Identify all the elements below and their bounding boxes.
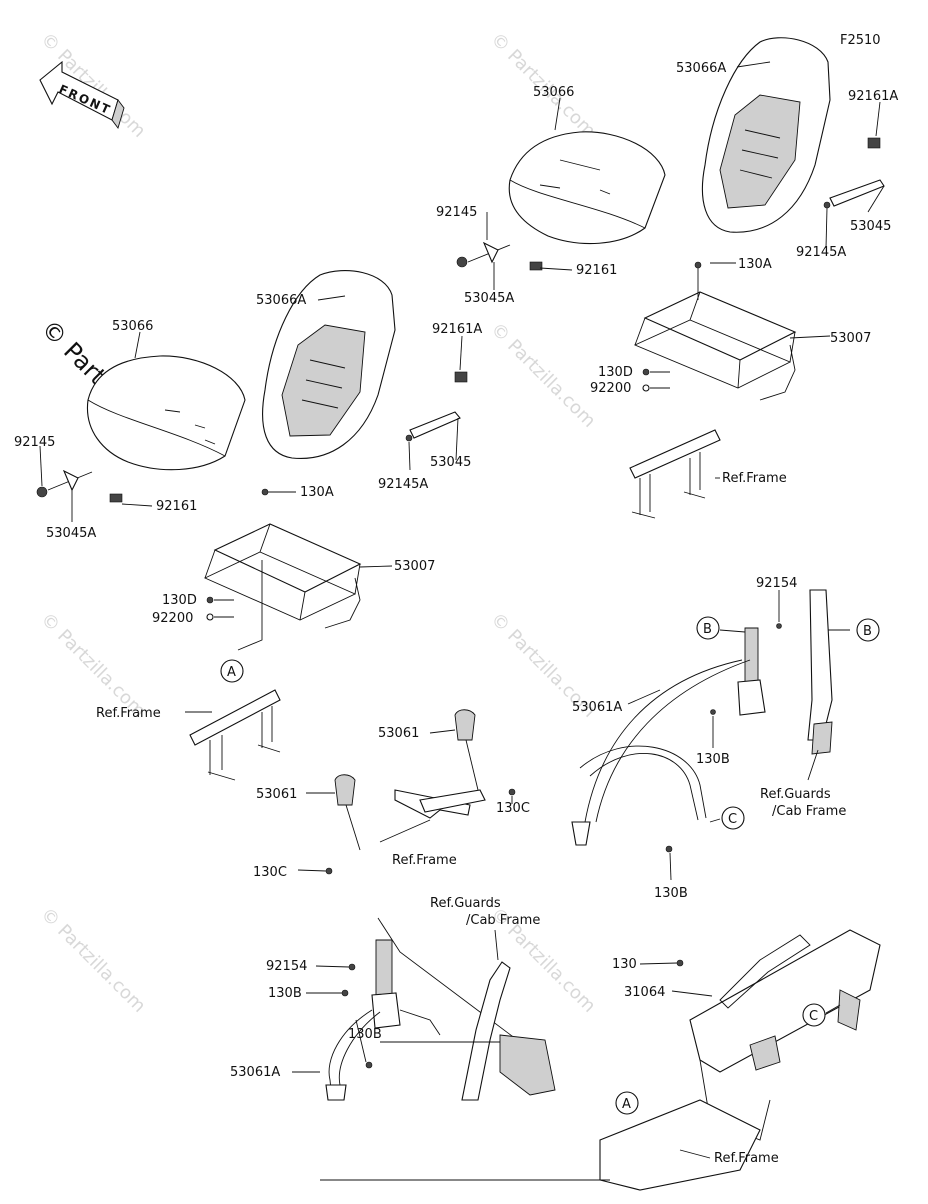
label-130D-right: 130D xyxy=(598,365,633,380)
label-31064-bottom: 31064 xyxy=(624,985,665,1000)
label-92145A-right: 92145A xyxy=(796,245,846,260)
label-53061-a: 53061 xyxy=(378,726,419,741)
label-92161A-right: 92161A xyxy=(848,89,898,104)
label-92145-left: 92145 xyxy=(14,435,55,450)
label-92154-right: 92154 xyxy=(756,576,797,591)
label-92145A-left: 92145A xyxy=(378,477,428,492)
callout-c-right: C xyxy=(721,806,745,830)
label-92161-left: 92161 xyxy=(156,499,197,514)
label-92145-right: 92145 xyxy=(436,205,477,220)
callout-a-top-label: A xyxy=(227,665,236,680)
seat-group-right xyxy=(456,37,885,519)
label-130D-left: 130D xyxy=(162,593,197,608)
callout-a-bottom-label: A xyxy=(622,1097,631,1112)
seat-group-left xyxy=(36,270,468,781)
label-130B-bottom-2: 130B xyxy=(348,1027,382,1042)
seatbelt-group-right xyxy=(571,589,850,881)
label-ref-frame-bottom: Ref.Frame xyxy=(714,1151,779,1166)
label-53066A-right: 53066A xyxy=(676,61,726,76)
label-ref-guards-right-line2: /Cab Frame xyxy=(772,804,846,819)
callout-b-left: B xyxy=(696,616,720,640)
label-ref-guards-right-line1: Ref.Guards xyxy=(760,787,831,802)
seat-frame-right xyxy=(643,291,797,361)
cab-pillar xyxy=(461,961,511,1101)
callout-b-right-label: B xyxy=(863,624,872,639)
buckle-group xyxy=(297,709,516,875)
label-130B-right-1: 130B xyxy=(696,752,730,767)
watermark-4: © Partzilla.com xyxy=(36,609,149,722)
callout-a-top: A xyxy=(220,659,244,683)
label-ref-guards-bottom-line1: Ref.Guards xyxy=(430,896,501,911)
bottom-group xyxy=(292,917,881,1191)
label-92161-right: 92161 xyxy=(576,263,617,278)
callout-c-right-label: C xyxy=(728,812,737,827)
label-ref-guards-bottom-line2: /Cab Frame xyxy=(466,913,540,928)
label-130B-right-2: 130B xyxy=(654,886,688,901)
label-92200-left: 92200 xyxy=(152,611,193,626)
label-92154-bottom: 92154 xyxy=(266,959,307,974)
label-130A-right: 130A xyxy=(738,257,772,272)
label-130A-left: 130A xyxy=(300,485,334,500)
label-53066-right: 53066 xyxy=(533,85,574,100)
callout-c-bottom-label: C xyxy=(809,1009,818,1024)
label-53045-left: 53045 xyxy=(430,455,471,470)
label-ref-frame-right: Ref.Frame xyxy=(722,471,787,486)
label-92200-right: 92200 xyxy=(590,381,631,396)
watermark-6: © Partzilla.com xyxy=(36,904,149,1017)
label-92161A-left: 92161A xyxy=(432,322,482,337)
seat-cushion-right xyxy=(508,131,666,245)
label-ref-frame-middle: Ref.Frame xyxy=(392,853,457,868)
label-130C-a: 130C xyxy=(496,801,530,816)
label-53045A-right: 53045A xyxy=(464,291,514,306)
label-130-bottom: 130 xyxy=(612,957,637,972)
label-130B-bottom-1: 130B xyxy=(268,986,302,1001)
seat-cushion-left xyxy=(86,355,246,471)
label-53061A-bottom: 53061A xyxy=(230,1065,280,1080)
callout-a-bottom: A xyxy=(615,1091,639,1115)
label-53045A-left: 53045A xyxy=(46,526,96,541)
callout-b-right: B xyxy=(856,618,880,642)
watermark-3: © Partzilla.com xyxy=(486,319,599,432)
seat-frame-left xyxy=(213,523,362,593)
label-53061-b: 53061 xyxy=(256,787,297,802)
callout-c-bottom: C xyxy=(802,1003,826,1027)
label-53061A-right: 53061A xyxy=(572,700,622,715)
label-130C-b: 130C xyxy=(253,865,287,880)
figure-code: F2510 xyxy=(840,33,881,48)
label-53007-right: 53007 xyxy=(830,331,871,346)
callout-b-left-label: B xyxy=(703,622,712,637)
label-ref-frame-left: Ref.Frame xyxy=(96,706,161,721)
label-53066-left: 53066 xyxy=(112,319,153,334)
label-53045-right: 53045 xyxy=(850,219,891,234)
label-53007-left: 53007 xyxy=(394,559,435,574)
label-53066A-left: 53066A xyxy=(256,293,306,308)
